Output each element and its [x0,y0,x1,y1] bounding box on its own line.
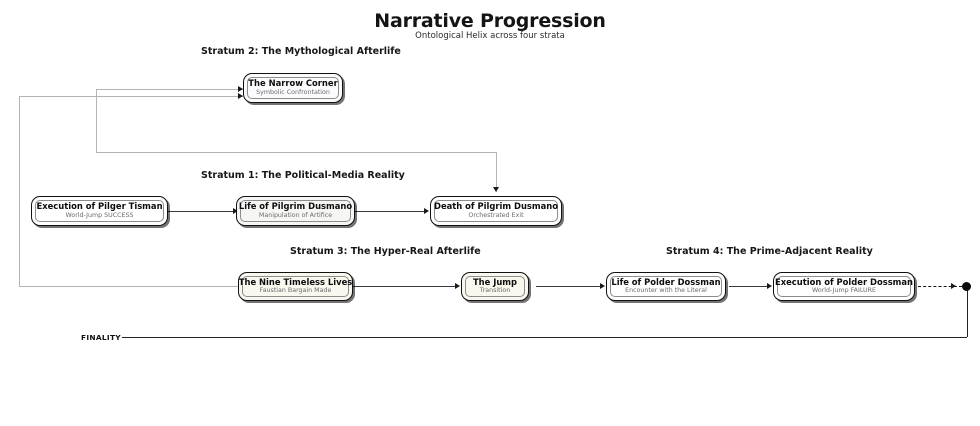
node-narrow-corner[interactable]: The Narrow Corner Symbolic Confrontation [243,73,343,103]
arrow-into-death-dusmano-left [424,207,429,214]
finality-baseline [122,337,967,338]
node-life-dossman[interactable]: Life of Polder Dossman Encounter with th… [606,272,726,301]
node-subtitle: Manipulation of Artifice [258,211,333,219]
node-nine-timeless-lives-inner: The Nine Timeless Lives Faustian Bargain… [238,276,353,297]
edge-life-to-death-dusmano [355,211,427,212]
arrow-into-life-dossman [600,282,605,289]
node-subtitle: Orchestrated Exit [468,211,524,219]
stratum-label-1: Stratum 1: The Political-Media Reality [201,170,405,181]
node-death-dusmano-inner: Death of Pilgrim Dusmano Orchestrated Ex… [434,200,558,222]
stratum-label-2: Stratum 2: The Mythological Afterlife [201,46,401,57]
arrow-into-jump [455,282,460,289]
node-death-dusmano[interactable]: Death of Pilgrim Dusmano Orchestrated Ex… [430,196,562,226]
node-subtitle: Transition [479,287,511,295]
edge-life-to-execution-dossman [729,286,770,287]
edge-outer-loop-bottom [19,286,243,287]
stratum-label-3: Stratum 3: The Hyper-Real Afterlife [290,246,481,257]
node-subtitle: Encounter with the Literal [625,287,707,295]
finality-label: FINALITY [81,333,121,342]
arrow-into-execution-dossman [767,282,772,289]
node-execution-dossman[interactable]: Execution of Polder Dossman World-Jump F… [773,272,915,301]
node-title: The Nine Timeless Lives [238,276,353,287]
page-title: Narrative Progression [374,10,606,32]
node-execution-tisman-inner: Execution of Pilger Tisman World-Jump SU… [35,200,164,222]
edge-outer-loop-top [19,96,243,97]
edge-inner-loop-bottom [96,152,496,153]
node-execution-tisman[interactable]: Execution of Pilger Tisman World-Jump SU… [31,196,168,226]
node-title: Execution of Polder Dossman [774,276,914,287]
edge-inner-loop-right [496,152,497,192]
node-narrow-corner-inner: The Narrow Corner Symbolic Confrontation [247,77,339,99]
arrow-into-death-dusmano-top [492,187,499,192]
node-subtitle: World-Jump SUCCESS [65,211,134,219]
node-title: Life of Polder Dossman [611,276,721,287]
node-nine-timeless-lives[interactable]: The Nine Timeless Lives Faustian Bargain… [238,272,353,301]
page-subtitle: Ontological Helix across four strata [415,31,565,41]
edge-tisman-to-life-dusmano [168,211,236,212]
node-life-dossman-inner: Life of Polder Dossman Encounter with th… [610,276,722,297]
edge-nine-lives-to-jump [353,286,458,287]
node-title: The Narrow Corner [248,78,338,89]
node-title: The Jump [472,276,518,287]
edge-inner-loop-top [96,89,243,90]
node-subtitle: Faustian Bargain Made [259,287,332,295]
node-execution-dossman-inner: Execution of Polder Dossman World-Jump F… [774,276,914,297]
node-life-dusmano[interactable]: Life of Pilgrim Dusmano Manipulation of … [236,196,355,226]
edge-inner-loop-left [96,89,97,152]
node-the-jump-inner: The Jump Transition [465,276,525,297]
edge-execution-dossman-to-terminal [918,286,962,287]
terminal-node-dot [962,281,971,291]
node-life-dusmano-inner: Life of Pilgrim Dusmano Manipulation of … [238,200,353,222]
edge-jump-to-life-dossman [536,286,603,287]
node-the-jump[interactable]: The Jump Transition [461,272,529,301]
node-title: Execution of Pilger Tisman [36,201,163,212]
stratum-label-4: Stratum 4: The Prime-Adjacent Reality [666,246,873,257]
node-subtitle: Symbolic Confrontation [256,88,330,96]
arrow-into-terminal-dot [951,282,956,289]
node-title: Life of Pilgrim Dusmano [238,201,353,212]
edge-terminal-down-to-finality [966,286,968,337]
arrow-into-narrow-corner-upper [238,85,243,92]
edge-outer-loop-left [19,96,20,286]
arrow-into-life-dusmano [233,207,238,214]
node-subtitle: World-Jump FAILURE [811,287,876,295]
node-title: Death of Pilgrim Dusmano [434,201,558,212]
arrow-into-narrow-corner-lower [238,92,243,99]
